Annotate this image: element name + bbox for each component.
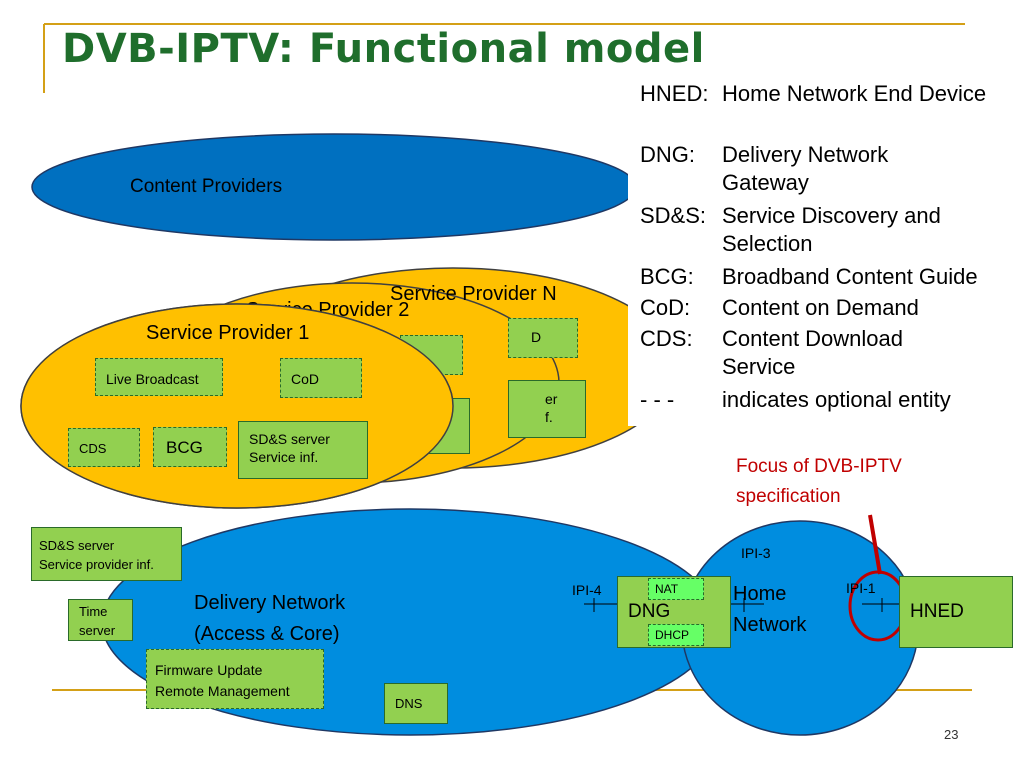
sds-server-provider-box: SD&S server Service provider inf.	[31, 527, 182, 581]
sp-2-box-top	[400, 335, 463, 375]
dns-box: DNS	[384, 683, 448, 724]
ipi3-label: IPI-3	[741, 545, 771, 561]
legend-term: CDS:	[640, 326, 693, 351]
delivery-network-label: Delivery Network (Access & Core)	[194, 592, 346, 645]
page-title: DVB-IPTV: Functional model	[62, 26, 705, 72]
sp-n-box-top-text: D	[531, 329, 542, 345]
service-provider-1-label: Service Provider 1	[146, 322, 310, 344]
legend-desc: indicates optional entity	[722, 387, 951, 412]
live-broadcast-box: Live Broadcast	[95, 358, 223, 396]
legend-desc: Broadband Content Guide	[722, 264, 978, 289]
sp-2-box-bottom	[400, 398, 470, 454]
legend: HNED: Home Network End Device DNG: Deliv…	[628, 78, 1024, 426]
sp-n-box-bottom-text-1: er	[545, 391, 558, 407]
dhcp-text: DHCP	[655, 628, 690, 642]
dng-text: DNG	[628, 601, 671, 622]
focus-note: Focus of DVB-IPTV specification	[736, 456, 902, 507]
live-broadcast-text: Live Broadcast	[106, 371, 199, 387]
legend-term: CoD:	[640, 295, 691, 320]
bcg-text: BCG	[166, 438, 203, 457]
firmware-box: Firmware Update Remote Management	[146, 649, 324, 709]
legend-term: BCG:	[640, 264, 694, 289]
hned-box: HNED	[899, 576, 1013, 648]
nat-text: NAT	[655, 582, 679, 596]
nat-box: NAT	[648, 578, 704, 600]
legend-desc: Content Download Service	[722, 326, 904, 379]
ipi4-label: IPI-4	[572, 582, 602, 598]
time-server-box: Time server	[68, 599, 133, 641]
sp-n-box-bottom: er f.	[508, 380, 586, 438]
legend-desc: Home Network End Device	[722, 81, 987, 106]
content-providers-label: Content Providers	[130, 176, 283, 197]
hned-text: HNED	[910, 601, 964, 622]
service-provider-2-label: Service Provider 2	[246, 299, 410, 321]
sp-n-box-top: D	[508, 318, 578, 358]
cod-box: CoD	[280, 358, 362, 398]
sds-server-service-text: SD&S server Service inf.	[249, 431, 330, 465]
legend-term: SD&S:	[640, 203, 707, 228]
legend-term: DNG:	[640, 142, 695, 167]
legend-desc: Service Discovery and Selection	[722, 203, 941, 256]
cds-box: CDS	[68, 428, 140, 467]
sds-server-service-box: SD&S server Service inf.	[238, 421, 368, 479]
slide-number: 23	[944, 727, 959, 742]
firmware-text: Firmware Update Remote Management	[155, 662, 290, 699]
bcg-box: BCG	[153, 427, 227, 467]
sds-server-provider-text: SD&S server Service provider inf.	[39, 538, 154, 572]
service-provider-n-label: Service Provider N	[390, 283, 557, 305]
legend-desc: Content on Demand	[722, 295, 919, 320]
ipi1-label: IPI-1	[846, 580, 876, 596]
legend-term: HNED:	[640, 81, 709, 106]
time-server-text: Time server	[79, 604, 116, 638]
focus-pointer	[868, 514, 882, 575]
dhcp-box: DHCP	[648, 624, 704, 646]
content-providers-ellipse	[31, 133, 637, 241]
legend-term: - - -	[640, 387, 675, 412]
sp-n-box-bottom-text-2: f.	[545, 409, 553, 425]
cds-text: CDS	[79, 441, 107, 456]
legend-desc: Delivery Network Gateway	[722, 142, 889, 195]
home-network-label: Home Network	[733, 583, 807, 636]
dns-text: DNS	[395, 696, 423, 711]
cod-text: CoD	[291, 371, 320, 387]
